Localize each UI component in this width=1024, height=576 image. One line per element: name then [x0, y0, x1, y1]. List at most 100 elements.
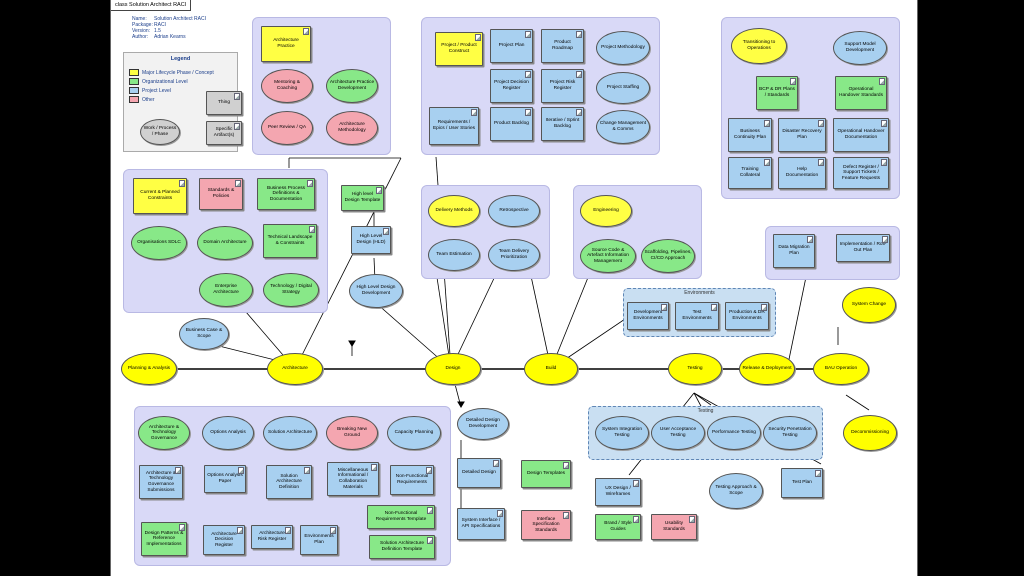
node-ux-design[interactable]: UX Design / Wireframes — [595, 478, 641, 506]
node-breaking-ground[interactable]: Breaking New Ground — [326, 416, 378, 450]
node-detailed-design-dev[interactable]: Detailed Design Development — [457, 408, 509, 440]
legend-swatch — [129, 69, 139, 76]
node-nfr-template[interactable]: Non-Functional Requirements Template — [367, 505, 435, 529]
node-arch-decision[interactable]: Architecture Decision Register — [203, 525, 245, 555]
node-org-sdlc[interactable]: Organisations SDLC — [131, 226, 187, 260]
node-design-templates[interactable]: Design Templates — [521, 460, 571, 488]
node-transition-ops[interactable]: Transitioning to Operations — [731, 28, 787, 64]
node-engineering[interactable]: Engineering — [580, 195, 632, 227]
meta-value: Solution Architect RACI — [154, 16, 206, 22]
meta-value: RACI — [154, 22, 166, 28]
node-retrospective[interactable]: Retrospective — [488, 195, 540, 227]
node-env-plan[interactable]: Environments Plan — [300, 525, 338, 555]
node-arch-method[interactable]: Architecture Methodology — [326, 111, 378, 145]
node-test-approach[interactable]: Testing Approach & Scope — [709, 473, 763, 509]
node-arch-risk[interactable]: Architecture Risk Register — [251, 525, 293, 549]
node-training[interactable]: Training Collateral — [728, 157, 772, 189]
node-requirements[interactable]: Requirements / Epics / User Stories — [429, 107, 479, 145]
node-enterprise-arch[interactable]: Enterprise Architecture — [199, 273, 253, 307]
node-delivery-methods[interactable]: Delivery Methods — [428, 195, 480, 227]
node-misc-info[interactable]: Miscellaneous Informational / Collaborat… — [327, 462, 379, 496]
node-iteration-backlog[interactable]: Iterative / Sprint Backlog — [541, 107, 584, 141]
node-architecture[interactable]: Architecture — [267, 353, 323, 385]
node-sad[interactable]: Solution Architecture Definition — [266, 465, 312, 499]
node-bcp-dr[interactable]: BCP & DR Plans / Standards — [756, 76, 798, 110]
legend-swatch — [129, 96, 139, 103]
node-hld-template[interactable]: High level Design Template — [341, 185, 384, 211]
node-arch-practice[interactable]: Architecture Practice — [261, 26, 311, 62]
node-test-env[interactable]: Test Environments — [675, 302, 719, 330]
node-project-methodology[interactable]: Project Methodology — [596, 31, 650, 65]
node-implementation-plan[interactable]: Implementation / Roll-Out Plan — [836, 234, 890, 262]
node-dev-env[interactable]: Development Environments — [627, 302, 669, 330]
node-design-patterns[interactable]: Design Patterns & Reference Implementati… — [141, 522, 187, 556]
node-options-paper[interactable]: Options Analysis Paper — [204, 465, 246, 493]
node-ap-dev[interactable]: Architecture Practice Development — [326, 69, 378, 103]
node-peer-review[interactable]: Peer Review / QA — [261, 111, 313, 145]
node-testing[interactable]: Testing — [668, 353, 722, 385]
node-mentoring[interactable]: Mentoring & Coaching — [261, 69, 313, 103]
node-product-roadmap[interactable]: Product Roadmap — [541, 29, 584, 63]
node-capacity-planning[interactable]: Capacity Planning — [387, 416, 441, 450]
node-support-model[interactable]: Support Model Development — [833, 31, 887, 65]
node-scaffolding[interactable]: Scaffolding, Pipelines, CI/CD Approach — [641, 239, 695, 273]
node-bau[interactable]: BAU Operation — [813, 353, 869, 385]
node-system-change[interactable]: System Change — [842, 287, 896, 323]
node-design[interactable]: Design — [425, 353, 481, 385]
node-options-analysis[interactable]: Options Analysis — [202, 416, 254, 450]
node-project-risk[interactable]: Project Risk Register — [541, 69, 584, 103]
node-detailed-design[interactable]: Detailed Design — [457, 458, 501, 488]
node-bc-plan[interactable]: Business Continuity Plan — [728, 118, 772, 152]
node-at-governance[interactable]: Architecture & Technology Governance — [138, 416, 190, 450]
node-source-code[interactable]: Source Code & Artefact Information Manag… — [580, 239, 636, 273]
node-team-delivery[interactable]: Team Delivery Prioritization — [488, 239, 540, 271]
node-sys-interface[interactable]: System Interface / API Specifications — [457, 508, 505, 540]
node-standards-policies[interactable]: Standards & Policies — [199, 178, 243, 210]
node-help-doc[interactable]: Help Documentation — [778, 157, 826, 189]
node-current-planned[interactable]: Current & Planned Constraints — [133, 178, 187, 214]
node-tech-landscape[interactable]: Technical Landscape & Constraints — [263, 224, 317, 258]
node-business-case[interactable]: Business Case & Scope — [179, 318, 229, 350]
node-planning[interactable]: Planning & Analysis — [121, 353, 177, 385]
node-decommissioning[interactable]: Decommissioning — [843, 415, 897, 451]
node-test-plan[interactable]: Test Plan — [781, 468, 823, 498]
node-dr-plan[interactable]: Disaster Recovery Plan — [778, 118, 826, 152]
node-interface-standards[interactable]: Interface Specification Standards — [521, 510, 571, 540]
legend-swatch — [129, 78, 139, 85]
node-usability[interactable]: Usability Standards — [651, 514, 697, 540]
node-op-handover-doc[interactable]: Operational Handover Documentation — [833, 118, 889, 152]
node-defect-register[interactable]: Defect Register / Support Tickets / Feat… — [833, 157, 889, 189]
node-team-estimation[interactable]: Team Estimation — [428, 239, 480, 271]
node-project-plan[interactable]: Project Plan — [490, 29, 533, 63]
diagram-metadata: Name:Solution Architect RACI Package:RAC… — [132, 16, 206, 40]
node-project-staffing[interactable]: Project Staffing — [596, 72, 650, 104]
node-uat[interactable]: User Acceptance Testing — [651, 416, 705, 450]
legend-item: Organizational Level — [129, 78, 188, 85]
meta-row: Version:1.5 — [132, 28, 206, 34]
node-tech-strategy[interactable]: Technology / Digital Strategy — [263, 273, 319, 307]
node-hld-dev[interactable]: High Level Design Development — [349, 274, 403, 308]
node-product-backlog[interactable]: Product Backlog — [490, 107, 533, 141]
node-op-handover-std[interactable]: Operational Handover Standards — [835, 76, 887, 110]
node-atg-submissions[interactable]: Architecture & Technology Governance Sub… — [139, 465, 183, 499]
node-solution-arch[interactable]: Solution Architecture — [263, 416, 317, 450]
node-prod-env[interactable]: Production & DR Environments — [725, 302, 769, 330]
node-perf-testing[interactable]: Performance Testing — [707, 416, 761, 450]
node-domain-arch[interactable]: Domain Architecture — [197, 226, 253, 260]
node-change-mgmt[interactable]: Change Management & Comms — [596, 110, 650, 144]
node-hld[interactable]: High Level Design (HLD) — [351, 226, 391, 254]
legend-title: Legend — [170, 56, 191, 62]
node-project-decision[interactable]: Project Decision Register — [490, 69, 533, 103]
meta-key: Version: — [132, 28, 151, 34]
node-brand-guides[interactable]: Brand / Style Guides — [595, 514, 641, 540]
node-sad-template[interactable]: Solution Architecture Definition Templat… — [369, 535, 435, 559]
node-data-migration[interactable]: Data Migration Plan — [773, 234, 815, 268]
node-nfr[interactable]: Non-Functional Requirements — [390, 465, 434, 495]
node-build[interactable]: Build — [524, 353, 578, 385]
node-sec-pen[interactable]: Security Penetration Testing — [763, 416, 817, 450]
legend-item: Other — [129, 96, 155, 103]
node-project-construct[interactable]: Project / Product Construct — [435, 32, 483, 66]
node-release[interactable]: Release & Deployment — [739, 353, 795, 385]
node-bp-definitions[interactable]: Business Process Definitions & Documenta… — [257, 178, 315, 210]
node-sys-integration[interactable]: System Integration Testing — [595, 416, 649, 450]
